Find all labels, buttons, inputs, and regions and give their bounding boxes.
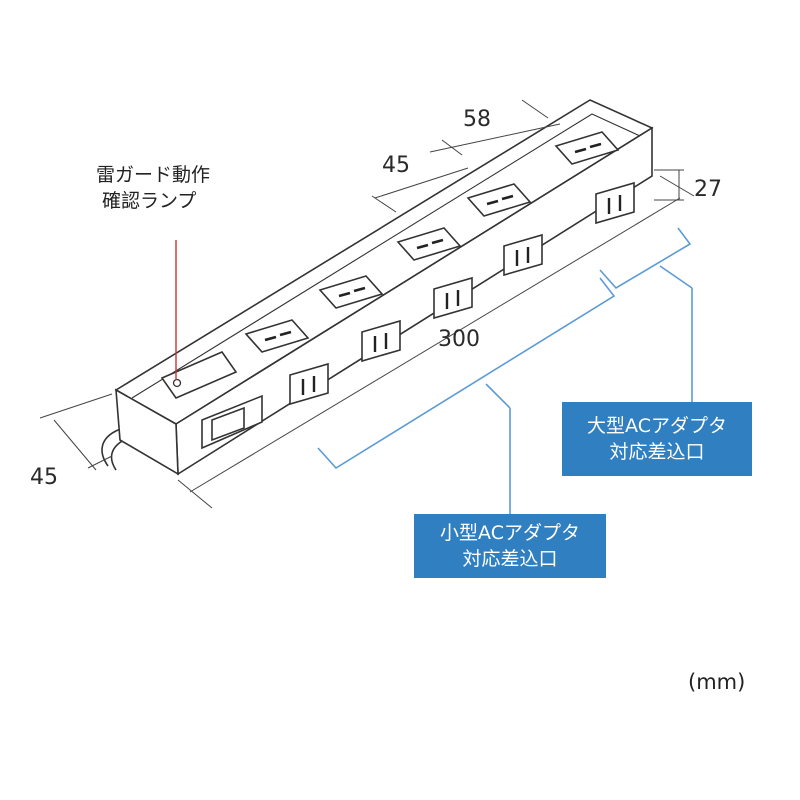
- large-adapter-callout: 大型ACアダプタ 対応差込口: [562, 402, 752, 476]
- small-adapter-bracket: [317, 277, 616, 514]
- unit-label: (mm): [688, 670, 746, 694]
- lightning-lamp-label: 雷ガード動作 確認ランプ: [96, 162, 276, 214]
- lightning-lamp-label-line2: 確認ランプ: [102, 190, 197, 212]
- dim-300-label: 300: [438, 327, 480, 352]
- lightning-guard-lamp: [160, 351, 238, 399]
- power-switch: [201, 394, 263, 450]
- small-adapter-callout-line2: 対応差込口: [462, 548, 558, 570]
- large-adapter-callout-line1: 大型ACアダプタ: [587, 415, 727, 437]
- small-adapter-callout-line1: 小型ACアダプタ: [440, 522, 580, 544]
- large-adapter-callout-line2: 対応差込口: [609, 441, 705, 463]
- large-adapter-bracket: [599, 227, 693, 402]
- small-adapter-callout: 小型ACアダプタ 対応差込口: [414, 514, 606, 578]
- lightning-lamp-label-line1: 雷ガード動作: [96, 164, 211, 186]
- dimension-lines: [39, 99, 695, 509]
- dim-45-width-label: 45: [30, 465, 58, 490]
- dim-58-label: 58: [463, 107, 491, 132]
- dim-27-label: 27: [694, 177, 722, 202]
- dim-45-label: 45: [382, 153, 410, 178]
